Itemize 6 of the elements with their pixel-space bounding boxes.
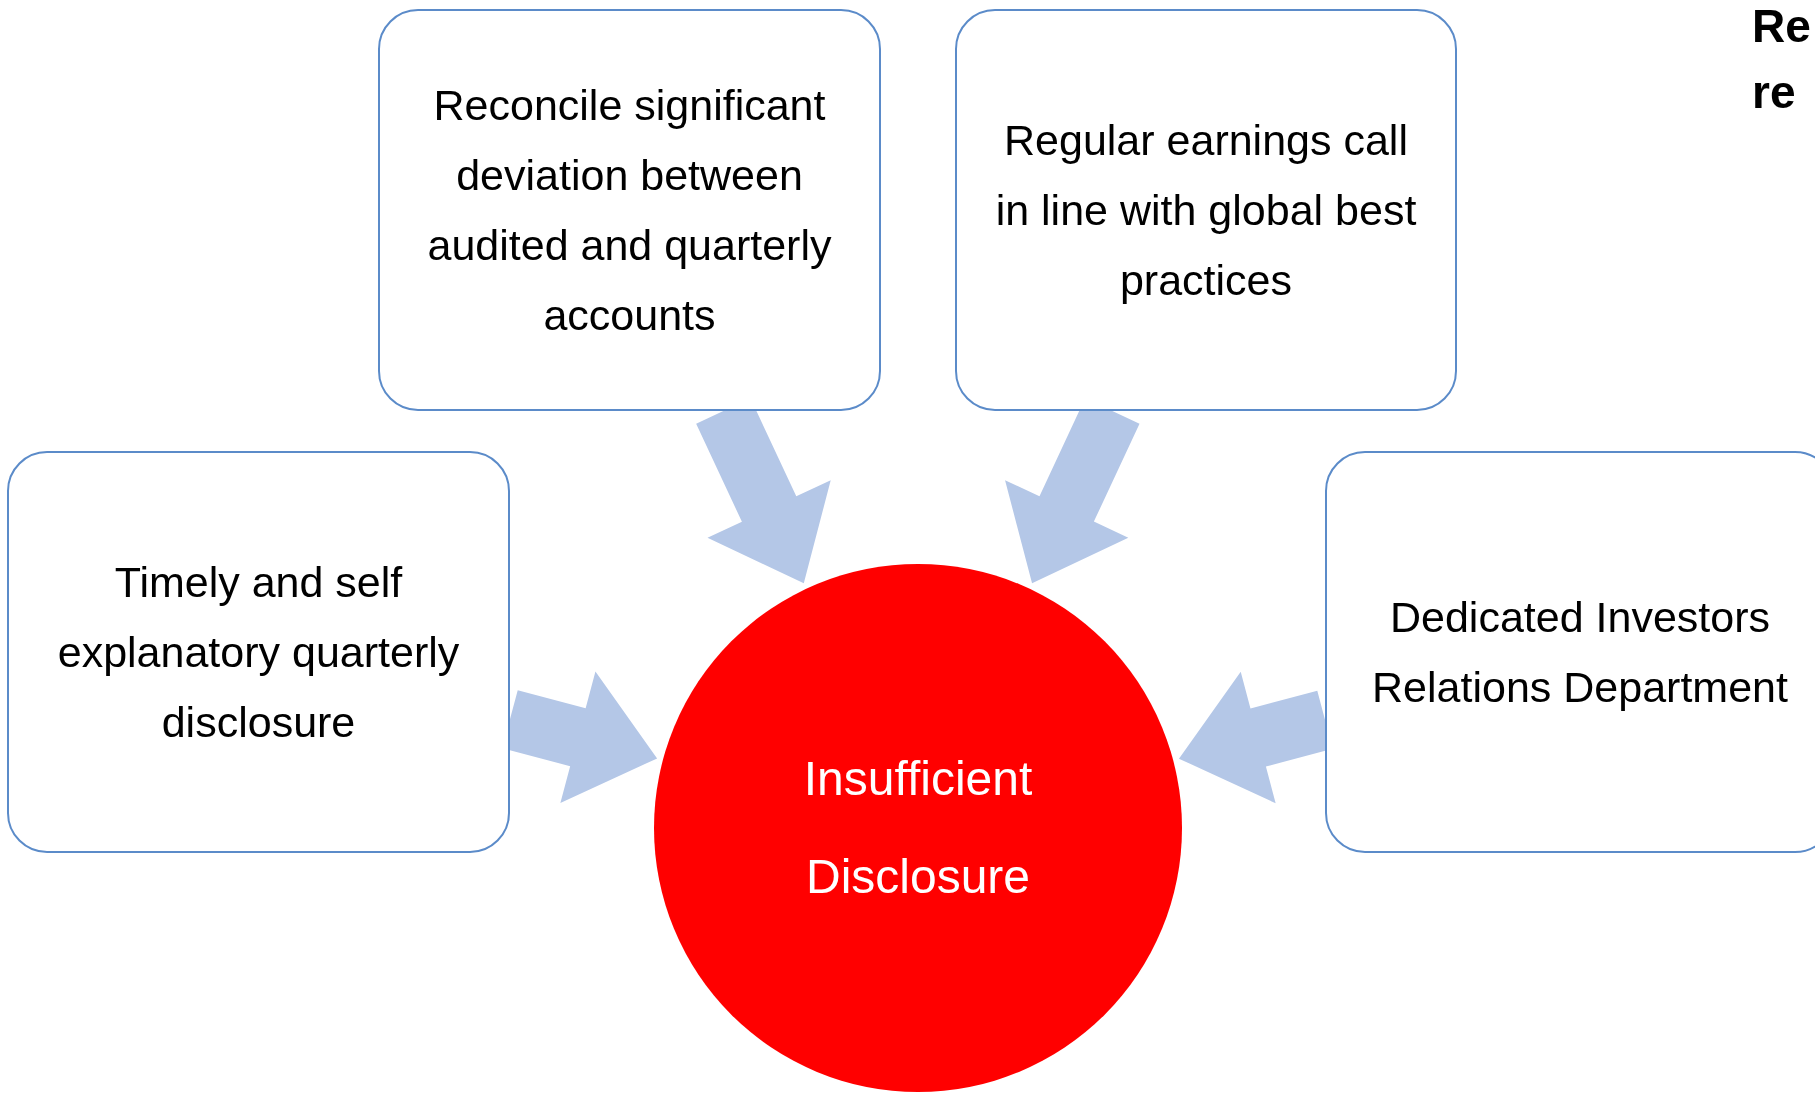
solution-box: Regular earnings call in line with global best practices — [955, 9, 1457, 411]
heading-text: Re — [1752, 0, 1811, 54]
solution-box: Timely and self explanatory quarterly disclosure — [7, 451, 510, 853]
solution-box: Dedicated Investors Relations Department — [1325, 451, 1815, 853]
heading-text: re — [1752, 65, 1796, 120]
solution-box: Reconcile significant deviation between audited and quarterly accounts — [378, 9, 881, 411]
